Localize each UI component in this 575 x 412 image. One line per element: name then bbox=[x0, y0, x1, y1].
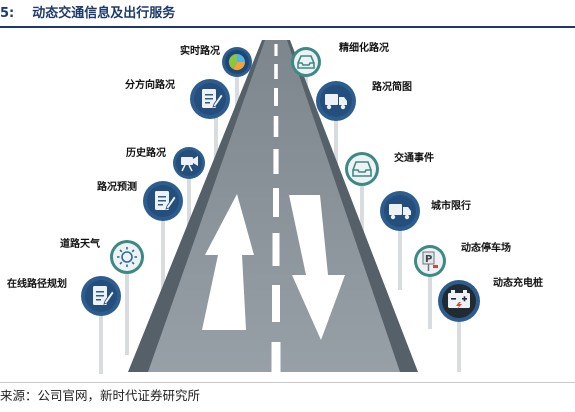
label-direction: 分方向路况 bbox=[125, 80, 175, 91]
pole-restriction bbox=[398, 225, 402, 290]
label-weather: 道路天气 bbox=[60, 239, 100, 250]
badge-sketch[interactable] bbox=[316, 81, 356, 121]
road bbox=[128, 40, 418, 372]
pole-weather bbox=[125, 270, 129, 355]
figure-title-text: 动态交通信息及出行服务 bbox=[32, 6, 176, 21]
parking-sign-icon: P bbox=[422, 251, 438, 271]
badge-parking[interactable]: P bbox=[414, 245, 446, 277]
left-poles bbox=[99, 72, 239, 374]
center-lane-dashes bbox=[271, 44, 281, 372]
badge-incident[interactable] bbox=[345, 152, 379, 186]
badge-charging[interactable] bbox=[438, 280, 480, 322]
badge-forecast[interactable] bbox=[143, 181, 183, 221]
label-sketch: 路况简图 bbox=[372, 82, 412, 93]
pole-incident bbox=[360, 184, 364, 239]
label-realtime: 实时路况 bbox=[180, 46, 220, 57]
badge-weather[interactable] bbox=[110, 240, 144, 274]
pole-history bbox=[187, 174, 191, 234]
pole-charging bbox=[457, 322, 461, 372]
document-edit-icon bbox=[202, 89, 224, 108]
car-battery-icon bbox=[448, 290, 470, 309]
document-edit-icon bbox=[155, 191, 177, 210]
pole-direction bbox=[214, 112, 218, 180]
pole-parking bbox=[428, 274, 432, 329]
pole-realtime bbox=[235, 72, 239, 127]
badge-realtime[interactable] bbox=[222, 47, 252, 77]
label-charging: 动态充电桩 bbox=[493, 278, 543, 289]
source-rule bbox=[0, 382, 575, 383]
badge-fine[interactable] bbox=[291, 47, 321, 77]
badge-history[interactable] bbox=[173, 147, 205, 179]
label-restriction: 城市限行 bbox=[431, 201, 471, 212]
sun-icon bbox=[117, 247, 137, 267]
pole-sketch bbox=[334, 115, 338, 177]
truck-icon bbox=[389, 204, 411, 220]
label-fine: 精细化路况 bbox=[339, 43, 389, 54]
video-camera-icon bbox=[181, 156, 198, 172]
label-incident: 交通事件 bbox=[394, 153, 434, 164]
svg-text:P: P bbox=[425, 254, 432, 265]
pole-forecast bbox=[161, 214, 165, 299]
pie-chart-icon bbox=[228, 53, 246, 71]
source-note: 来源：公司官网，新时代证券研究所 bbox=[0, 388, 201, 403]
up-arrow bbox=[202, 194, 254, 330]
label-history: 历史路况 bbox=[126, 148, 166, 159]
figure-number: 5: bbox=[0, 6, 15, 21]
document-edit-icon bbox=[93, 286, 115, 305]
inbox-tray-icon bbox=[297, 55, 315, 69]
label-routing: 在线路径规划 bbox=[7, 279, 67, 290]
title-rule bbox=[0, 26, 575, 28]
figure-title: 5: 动态交通信息及出行服务 bbox=[0, 2, 175, 21]
badge-restriction[interactable] bbox=[380, 191, 420, 231]
label-forecast: 路况预测 bbox=[97, 182, 137, 193]
inbox-tray-icon bbox=[352, 161, 372, 177]
label-parking: 动态停车场 bbox=[461, 243, 511, 254]
down-arrow bbox=[289, 195, 345, 340]
truck-icon bbox=[325, 94, 347, 110]
badge-direction[interactable] bbox=[190, 79, 230, 119]
pole-routing bbox=[99, 312, 103, 374]
badge-routing[interactable] bbox=[81, 276, 121, 316]
